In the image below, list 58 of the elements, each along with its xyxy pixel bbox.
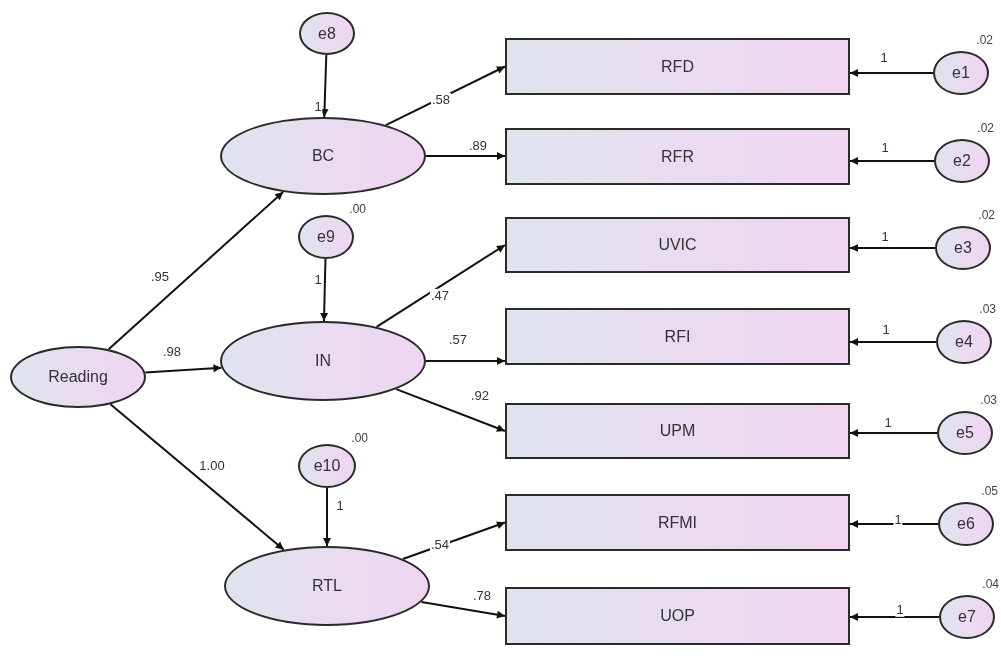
arrow: [425, 357, 506, 365]
node-label: UPM: [659, 422, 696, 440]
node-label: IN: [315, 352, 331, 370]
arrow: [320, 258, 329, 322]
arrow: [849, 520, 939, 528]
arrow: [849, 157, 935, 165]
observed-variable-box: [505, 494, 850, 551]
variance-value: .02: [978, 208, 995, 222]
node-label: RFR: [661, 147, 694, 166]
node-label: RFI: [664, 327, 691, 346]
node-label: RFMI: [657, 513, 698, 532]
edge-label: 1: [893, 512, 903, 528]
node-label: UOP: [660, 607, 695, 625]
arrow: [425, 152, 506, 160]
edge-label: 1: [313, 99, 323, 115]
arrow: [849, 429, 938, 437]
node-label: BC: [311, 147, 335, 165]
arrow: [395, 388, 506, 432]
node-label: UVIC: [658, 236, 697, 254]
arrow: [849, 613, 940, 621]
variance-value: .03: [980, 393, 997, 407]
variance-value: .04: [982, 577, 999, 591]
arrow: [849, 244, 936, 252]
arrow: [375, 244, 506, 328]
node-label: RTL: [312, 577, 342, 595]
observed-variable-box: [505, 38, 850, 95]
node-label: RFD: [661, 57, 694, 76]
node-label: Reading: [48, 368, 108, 386]
observed-variable-box: [505, 128, 850, 185]
observed-variable-box: [505, 217, 850, 273]
arrow: [849, 338, 937, 346]
node-label: e5: [956, 424, 974, 442]
edge-label: .54: [429, 537, 451, 553]
variance-value: .02: [976, 33, 993, 47]
arrow: [384, 65, 506, 127]
arrow: [849, 69, 934, 77]
node-label: e3: [954, 239, 972, 257]
variance-value: .02: [977, 121, 994, 135]
edge-label: 1: [895, 602, 905, 618]
arrow: [323, 487, 331, 547]
variance-value: .03: [979, 302, 996, 316]
variance-value: .00: [349, 202, 366, 216]
observed-variable-box: [505, 587, 850, 645]
node-label: e7: [958, 608, 976, 626]
node-label: e6: [957, 515, 975, 533]
node-label: e10: [313, 457, 341, 475]
node-label: e1: [952, 64, 970, 82]
node-label: e4: [955, 333, 973, 351]
node-label: e9: [317, 228, 335, 246]
error-term-ellipse: [299, 12, 355, 55]
arrow: [320, 54, 329, 118]
observed-variable-box: [505, 403, 850, 459]
arrow: [420, 600, 506, 619]
variance-value: .00: [351, 431, 368, 445]
node-label: e8: [318, 24, 336, 43]
observed-variable-box: [505, 308, 850, 365]
variance-value: .05: [981, 484, 998, 498]
node-label: e2: [953, 152, 971, 170]
